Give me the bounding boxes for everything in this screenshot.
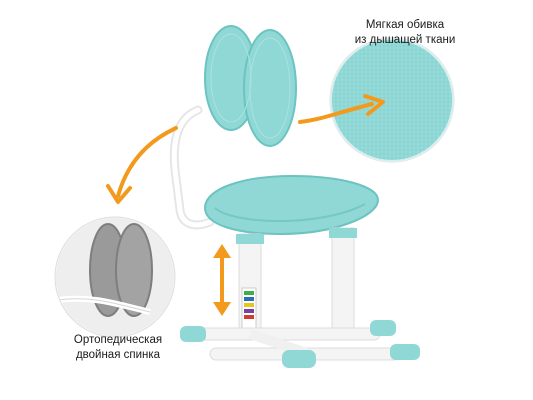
backrest-caption: Ортопедическая двойная спинка: [64, 333, 172, 363]
backrest-zoom-circle: [54, 216, 176, 338]
seat: [203, 174, 380, 236]
fabric-caption-line2: из дышащей ткани: [354, 34, 456, 46]
backrest-caption-line2: двойная спинка: [75, 349, 161, 361]
pointer-arrow-icon: [298, 94, 385, 124]
fabric-caption-line1: Мягкая обивка: [365, 19, 445, 31]
double-backrest: [204, 25, 297, 147]
pointer-arrow-icon: [106, 126, 178, 204]
fabric-zoom-circle: [329, 37, 455, 163]
fabric-caption: Мягкая обивка из дышащей ткани: [345, 18, 465, 48]
chair-legs: [180, 227, 420, 368]
chair-frame: [169, 105, 215, 230]
backrest-caption-line1: Ортопедическая: [73, 334, 163, 346]
height-adjust-arrow-icon: [213, 244, 231, 316]
